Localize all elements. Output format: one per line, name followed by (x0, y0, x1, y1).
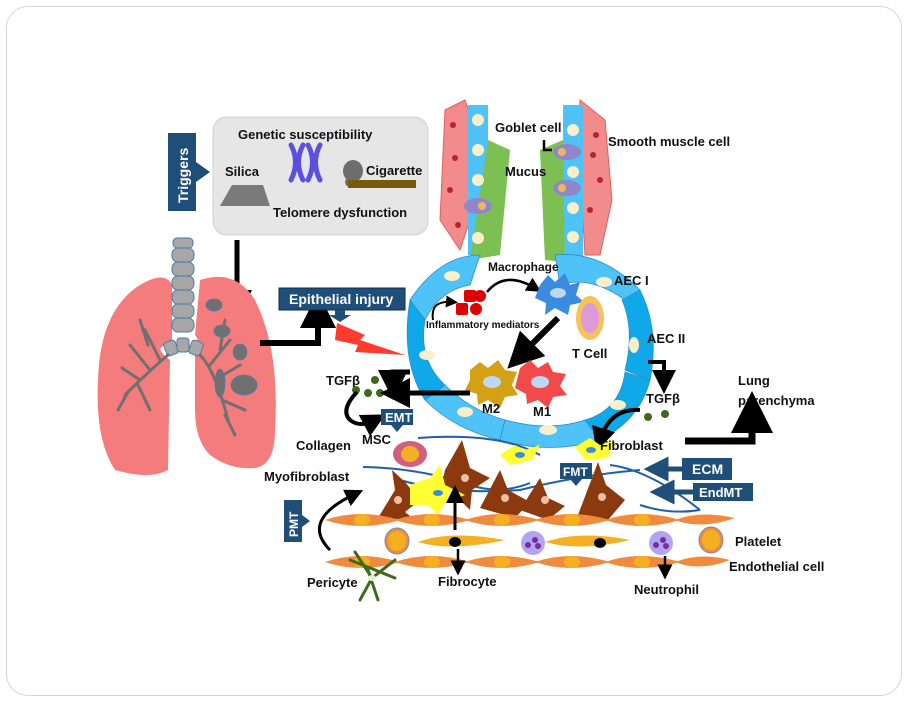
ecm-box: ECM (643, 456, 732, 482)
macrophage-cell (535, 273, 584, 315)
endmt-label: EndMT (699, 485, 742, 500)
epithelial-injury-label: Epithelial injury (289, 291, 393, 307)
epithelial-injury-box: Epithelial injury (278, 287, 406, 322)
to-parenchyma-arrow (685, 391, 773, 445)
chromosome-icon (288, 142, 323, 183)
tgfb-to-emt-arrow (344, 390, 386, 437)
myofibroblast-label: Myofibroblast (264, 469, 350, 484)
m1-label: M1 (533, 404, 551, 419)
t-cell (576, 296, 604, 340)
silica-icon (220, 185, 270, 206)
endmt-box: EndMT (649, 479, 753, 505)
pmt-box: PMT (284, 500, 310, 542)
trachea (163, 237, 204, 357)
lung-to-injury-arrow (260, 292, 336, 346)
macrophage-label: Macrophage (488, 260, 559, 274)
fibrotic-nodules (205, 298, 258, 398)
m2-macrophage (465, 360, 518, 408)
lungs-illustration (97, 237, 276, 475)
aec2-to-tgfb-arrow (648, 360, 676, 394)
epithelium-to-tgfb-arrow (378, 369, 410, 400)
msc-cell (393, 441, 427, 467)
pericyte-to-myofibroblast-arrow (318, 489, 364, 552)
alveolus (406, 254, 654, 448)
parenchyma-label: parenchyma (738, 393, 815, 408)
t-cell-label: T Cell (572, 346, 607, 361)
telomere-dysfunction-label: Telomere dysfunction (273, 205, 407, 220)
tgfb-right-label: TGFβ (646, 391, 680, 406)
smooth-muscle-cell-label: Smooth muscle cell (608, 134, 730, 149)
tgfb-left-icon (352, 376, 384, 397)
fmt-label: FMT (563, 465, 588, 479)
genetic-susceptibility-label: Genetic susceptibility (238, 127, 373, 142)
goblet-pointer (542, 140, 552, 152)
aec1-label: AEC I (614, 273, 649, 288)
pericyte-cell (348, 550, 397, 602)
tgfb-right-icon (644, 410, 669, 421)
fmt-box: FMT (560, 463, 592, 486)
endothelial-cell-label: Endothelial cell (729, 559, 824, 574)
fibroblast-label: Fibroblast (600, 438, 664, 453)
inflammatory-mediators-label: Inflammatory mediators (426, 320, 540, 331)
cigarette-icon (343, 160, 416, 188)
platelet-label: Platelet (735, 534, 782, 549)
fibrocyte-cell (418, 535, 505, 547)
pmt-label: PMT (287, 511, 301, 537)
msc-label: MSC (362, 432, 392, 447)
neutrophil-cell (521, 531, 673, 555)
right-lung (195, 276, 276, 469)
emt-label: EMT (385, 410, 413, 425)
platelet-left (384, 527, 410, 555)
goblet-cell-right-2 (553, 180, 581, 196)
slide-frame (6, 6, 902, 696)
macrophage-polarization-arrow (507, 315, 561, 369)
mediators-arrow (431, 295, 458, 321)
goblet-cell-right-1 (553, 144, 581, 160)
triggers-label: Triggers (175, 148, 191, 203)
mediators-to-macrophage-arrow (486, 277, 542, 293)
myofibroblasts (378, 440, 625, 520)
cigarette-label: Cigarette (366, 163, 422, 178)
aec2-label: AEC II (647, 331, 685, 346)
injury-bolt-icon (335, 323, 405, 355)
emt-box: EMT (381, 409, 413, 432)
pericyte-label: Pericyte (307, 575, 358, 590)
ecm-label: ECM (692, 461, 723, 477)
collagen-label: Collagen (296, 438, 351, 453)
airway-left (439, 99, 510, 260)
tgfb-to-fibroblast-arrow (592, 407, 641, 452)
platelet-right (698, 526, 724, 554)
inflammatory-mediators-icon (456, 290, 486, 315)
triggers-tab: Triggers (168, 133, 210, 211)
mucus-label: Mucus (505, 164, 546, 179)
fibrocyte-label: Fibrocyte (438, 574, 497, 589)
airway-right (540, 98, 613, 262)
lung-label: Lung (738, 373, 770, 388)
fibrocyte-cell-2 (545, 535, 630, 548)
neutrophil-label: Neutrophil (634, 582, 699, 597)
triggers-panel: Triggers Genetic susceptibility Silica C… (168, 116, 429, 236)
tgfb-left-label: TGFβ (326, 373, 360, 388)
m1-macrophage (515, 360, 567, 408)
endothelial-layer-top (325, 514, 735, 526)
goblet-cell-label: Goblet cell (495, 120, 561, 135)
fibroblasts (410, 438, 615, 515)
silica-label: Silica (225, 164, 260, 179)
m2-label: M2 (482, 401, 500, 416)
